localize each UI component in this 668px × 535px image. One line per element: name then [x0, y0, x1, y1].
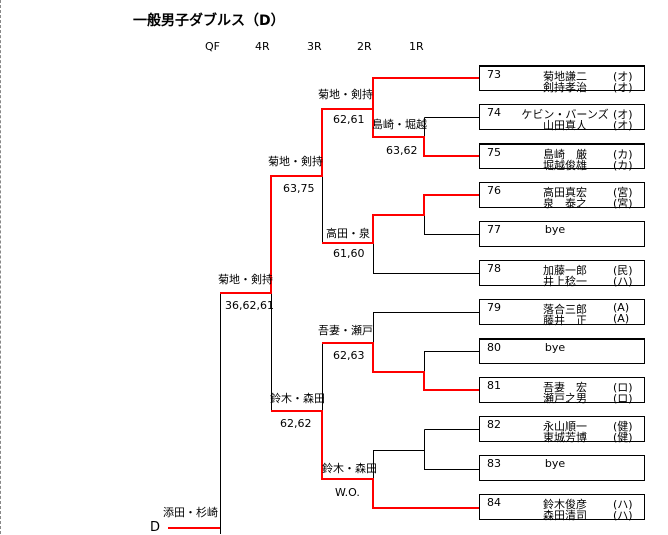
- player-affiliation: (オ): [613, 81, 633, 94]
- player-affiliation: (オ): [613, 108, 633, 121]
- bye-label: bye: [544, 341, 566, 354]
- entry-box: 84 鈴木俊彦 (ハ) 森田清司 (ハ): [479, 494, 645, 522]
- player-affiliation: (ロ): [613, 392, 633, 405]
- player-affiliation: (A): [613, 301, 630, 314]
- winner-label: 鈴木・森田: [270, 392, 325, 405]
- entry-number: 81: [487, 379, 501, 392]
- page-edge: [0, 0, 3, 534]
- player-name: 加藤一郎: [543, 264, 587, 277]
- winner-label: 島崎・堀越: [372, 118, 427, 131]
- entry-box: 77 bye: [479, 221, 645, 247]
- winner-label: 高田・泉: [326, 227, 370, 240]
- player-name: 島崎 厳: [543, 148, 587, 161]
- entry-number: 84: [487, 496, 501, 509]
- bye-label: bye: [544, 223, 566, 236]
- player-affiliation: (オ): [613, 70, 633, 83]
- player-name: 泉 泰之: [543, 197, 587, 210]
- winner-label: 鈴木・森田: [322, 462, 377, 475]
- player-affiliation: (ハ): [613, 498, 633, 511]
- player-affiliation: (オ): [613, 119, 633, 132]
- winner-path: [322, 342, 479, 391]
- player-affiliation: (宮): [613, 197, 633, 210]
- bye-label: bye: [544, 457, 566, 470]
- round-label-qf: QF: [205, 40, 220, 53]
- round-label-2r: 2R: [357, 40, 372, 53]
- entry-number: 75: [487, 146, 501, 159]
- score-label: 63,75: [283, 182, 315, 195]
- player-affiliation: (A): [613, 312, 630, 325]
- entry-box: 78 加藤一郎 (民) 井上稔一 (ハ): [479, 260, 645, 288]
- entry-box: 81 吾妻 宏 (ロ) 瀬戸之男 (ロ): [479, 377, 645, 405]
- player-affiliation: (カ): [613, 159, 633, 172]
- round-label-4r: 4R: [255, 40, 270, 53]
- player-name: 落合三郎: [543, 303, 587, 316]
- score-label: 63,62: [386, 144, 418, 157]
- player-affiliation: (民): [613, 264, 633, 277]
- entry-box: 82 永山順一 (健) 東城芳博 (健): [479, 416, 645, 444]
- score-label: W.O.: [335, 486, 360, 499]
- player-name: 菊地謙二: [543, 70, 587, 83]
- qf-opponent-label: 添田・杉崎: [163, 506, 218, 519]
- bracket-line: [373, 243, 479, 274]
- entry-box: 73 菊地謙二 (オ) 剣持孝治 (オ): [479, 65, 645, 94]
- player-name: 永山順一: [543, 420, 587, 433]
- player-name: 山田真人: [543, 119, 587, 132]
- player-affiliation: (カ): [613, 148, 633, 161]
- entry-box: 79 落合三郎 (A) 藤井 正 (A): [479, 299, 645, 327]
- player-name: 東城芳博: [543, 431, 587, 444]
- player-affiliation: (ハ): [613, 275, 633, 288]
- winner-label: 吾妻・瀬戸: [318, 324, 373, 337]
- winner-label: 菊地・剣持: [268, 155, 323, 168]
- entry-number: 83: [487, 457, 501, 470]
- player-name: 鈴木俊彦: [543, 498, 587, 511]
- player-affiliation: (宮): [613, 186, 633, 199]
- bracket-line: [373, 429, 479, 479]
- bracket-line: [424, 117, 479, 138]
- score-label: 61,60: [333, 247, 365, 260]
- winner-path: [372, 77, 479, 157]
- entry-box: 74 ケビン・バーンズ (オ) 山田真人 (オ): [479, 104, 645, 132]
- player-affiliation: (ハ): [613, 509, 633, 522]
- page-title: 一般男子ダブルス（D）: [133, 13, 285, 29]
- entry-number: 79: [487, 301, 501, 314]
- round-label-1r: 1R: [409, 40, 424, 53]
- winner-label: 菊地・剣持: [218, 273, 273, 286]
- entry-number: 80: [487, 341, 501, 354]
- entry-box: 80 bye: [479, 338, 645, 364]
- winner-path: [220, 78, 374, 294]
- entry-box: 83 bye: [479, 455, 645, 481]
- player-affiliation: (健): [613, 420, 633, 433]
- block-label: D: [150, 520, 161, 535]
- player-affiliation: (健): [613, 431, 633, 444]
- winner-label: 菊地・剣持: [318, 88, 373, 101]
- entry-number: 82: [487, 418, 501, 431]
- player-name: 剣持孝治: [543, 81, 587, 94]
- entry-number: 76: [487, 184, 501, 197]
- entry-number: 78: [487, 262, 501, 275]
- bracket-line: [424, 351, 479, 372]
- player-name: 堀越俊雄: [543, 159, 587, 172]
- score-label: 62,62: [280, 417, 312, 430]
- score-label: 36,62,61: [225, 299, 274, 312]
- player-name: 吾妻 宏: [543, 381, 587, 394]
- winner-path: [322, 194, 479, 244]
- player-affiliation: (ロ): [613, 381, 633, 394]
- score-label: 62,61: [333, 113, 365, 126]
- player-name: ケビン・バーンズ: [521, 108, 609, 121]
- round-label-3r: 3R: [307, 40, 322, 53]
- entry-box: 75 島崎 厳 (カ) 堀越俊雄 (カ): [479, 143, 645, 172]
- score-label: 62,63: [333, 349, 365, 362]
- entry-box: 76 高田真宏 (宮) 泉 泰之 (宮): [479, 182, 645, 210]
- bracket-line: [424, 195, 479, 235]
- player-name: 瀬戸之男: [543, 392, 587, 405]
- player-name: 高田真宏: [543, 186, 587, 199]
- entry-number: 73: [487, 68, 501, 81]
- entry-number: 77: [487, 223, 501, 236]
- player-name: 井上稔一: [543, 275, 587, 288]
- entry-number: 74: [487, 106, 501, 119]
- player-name: 藤井 正: [543, 314, 587, 327]
- winner-path: [271, 410, 479, 509]
- bracket-line: [373, 312, 479, 343]
- player-name: 森田清司: [543, 509, 587, 522]
